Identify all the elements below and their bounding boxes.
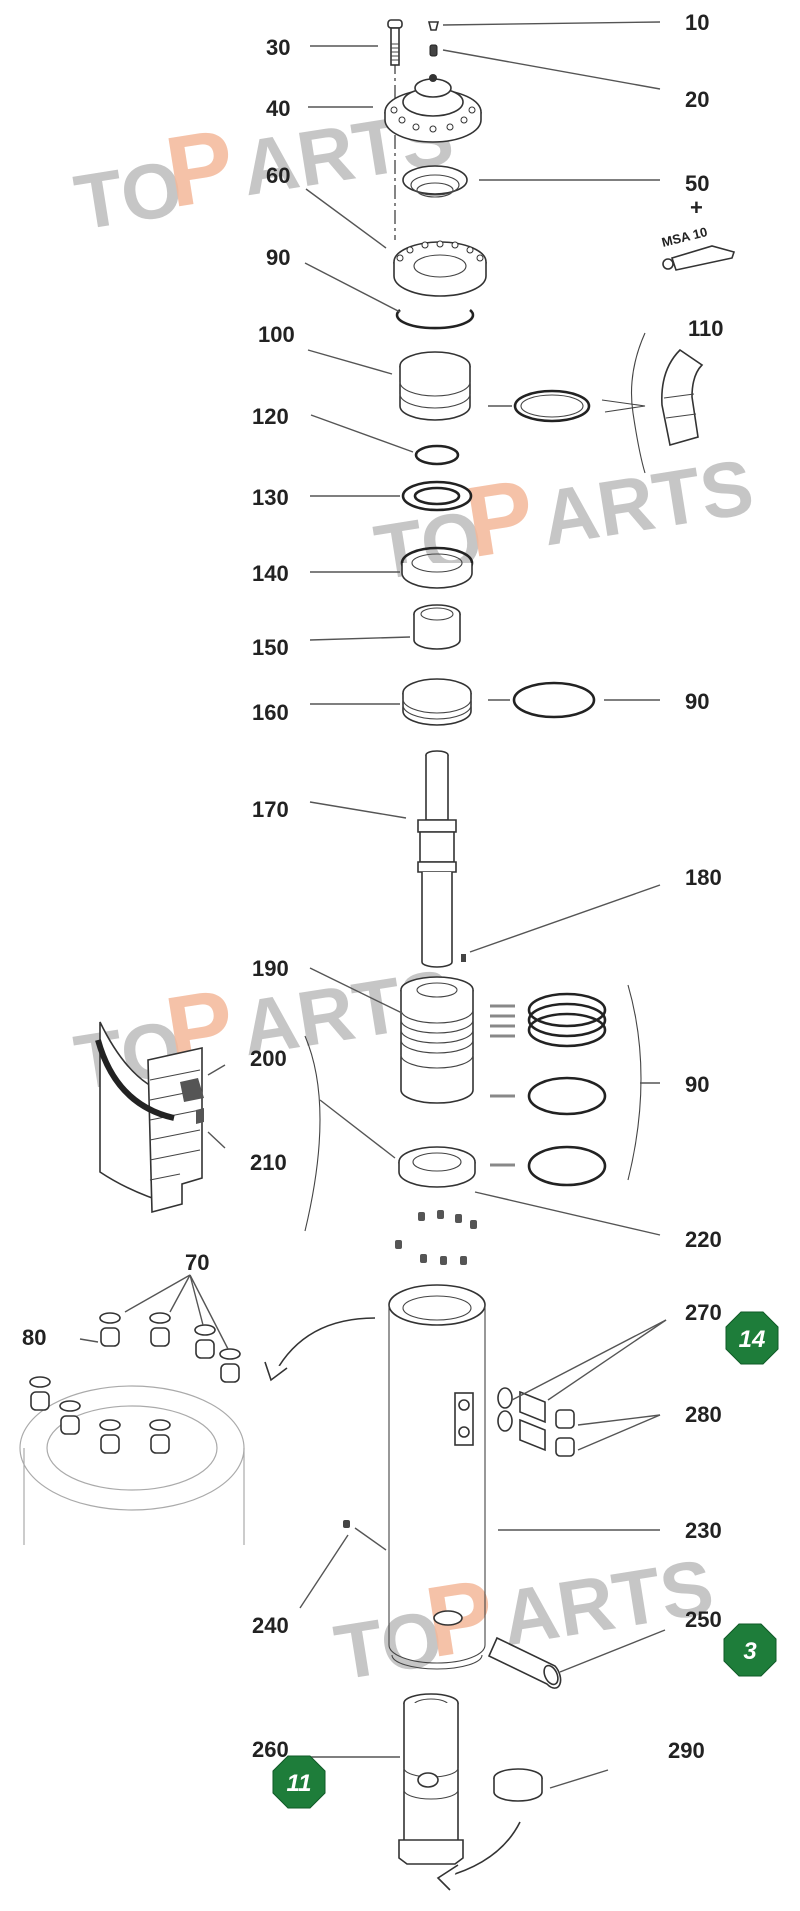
callout-labels: 10 20 30 40 50 + 60 70 80 90 90 90 100 1… bbox=[22, 10, 724, 1763]
callout-50[interactable]: 50 bbox=[685, 171, 709, 196]
leader-lines bbox=[79, 21, 667, 1789]
callout-170[interactable]: 170 bbox=[252, 797, 289, 822]
callout-140[interactable]: 140 bbox=[252, 561, 289, 586]
callout-10[interactable]: 10 bbox=[685, 10, 709, 35]
callout-160[interactable]: 160 bbox=[252, 700, 289, 725]
callout-210[interactable]: 210 bbox=[250, 1150, 287, 1175]
callout-100[interactable]: 100 bbox=[258, 322, 295, 347]
callout-150[interactable]: 150 bbox=[252, 635, 289, 660]
part-50-seal[interactable] bbox=[402, 165, 468, 198]
callout-220[interactable]: 220 bbox=[685, 1227, 722, 1252]
callout-80[interactable]: 80 bbox=[22, 1325, 46, 1350]
group-bracket-200-210 bbox=[304, 1035, 321, 1232]
callout-200[interactable]: 200 bbox=[250, 1046, 287, 1071]
part-20-grub-screw[interactable] bbox=[429, 44, 438, 57]
callout-70[interactable]: 70 bbox=[185, 1250, 209, 1275]
part-110-detail bbox=[601, 332, 704, 474]
part-90-oring-group[interactable] bbox=[527, 992, 607, 1187]
part-140-seal[interactable] bbox=[400, 546, 474, 589]
callout-180[interactable]: 180 bbox=[685, 865, 722, 890]
callout-60[interactable]: 60 bbox=[266, 163, 290, 188]
svg-text:3: 3 bbox=[743, 1638, 757, 1665]
svg-text:TO: TO bbox=[69, 143, 188, 247]
part-120-oring[interactable] bbox=[414, 444, 460, 466]
part-290-cap[interactable] bbox=[493, 1768, 543, 1802]
part-230-cylinder[interactable] bbox=[388, 1284, 486, 1670]
grease-tube-msa10: MSA 10 bbox=[660, 224, 736, 271]
valve-plate-detail bbox=[19, 1312, 245, 1545]
callout-240[interactable]: 240 bbox=[252, 1613, 289, 1638]
callout-280[interactable]: 280 bbox=[685, 1402, 722, 1427]
part-240-nipple[interactable] bbox=[343, 1520, 350, 1528]
curved-arrow-bottom bbox=[444, 1821, 521, 1878]
quantity-badge-270: 14 bbox=[725, 1311, 779, 1365]
callout-120[interactable]: 120 bbox=[252, 404, 289, 429]
callout-90-middle[interactable]: 90 bbox=[685, 689, 709, 714]
curved-arrow-bottom-head bbox=[436, 1864, 459, 1891]
part-90-oring-middle[interactable] bbox=[512, 681, 596, 719]
part-130-washer[interactable] bbox=[401, 480, 473, 512]
part-180-pin[interactable] bbox=[461, 954, 466, 962]
callout-290[interactable]: 290 bbox=[668, 1738, 705, 1763]
part-270-port-sleeves[interactable] bbox=[497, 1387, 546, 1452]
part-110-seal-ring[interactable] bbox=[513, 389, 591, 423]
part-100-piston-head[interactable] bbox=[399, 351, 471, 421]
part-90-oring-top[interactable] bbox=[395, 308, 475, 330]
callout-110[interactable]: 110 bbox=[688, 316, 724, 341]
svg-text:11: 11 bbox=[287, 1770, 312, 1797]
callout-20[interactable]: 20 bbox=[685, 87, 709, 112]
plus-sign: + bbox=[690, 195, 703, 220]
part-260-valve-body[interactable] bbox=[398, 1693, 464, 1865]
callout-230[interactable]: 230 bbox=[685, 1518, 722, 1543]
part-150-bushing[interactable] bbox=[413, 604, 461, 650]
part-250-pin[interactable] bbox=[487, 1636, 562, 1689]
callout-190[interactable]: 190 bbox=[252, 956, 289, 981]
seal-dash-indicators bbox=[490, 1004, 515, 1167]
svg-text:ARTS: ARTS bbox=[536, 442, 759, 562]
part-190-piston[interactable] bbox=[400, 976, 474, 1104]
callout-90-top[interactable]: 90 bbox=[266, 245, 290, 270]
part-220-seal[interactable] bbox=[398, 1146, 476, 1188]
callout-40[interactable]: 40 bbox=[266, 96, 290, 121]
seal-cross-section-detail bbox=[95, 1021, 204, 1214]
callout-270[interactable]: 270 bbox=[685, 1300, 722, 1325]
curved-arrow-top bbox=[274, 1317, 376, 1374]
part-60-flange[interactable] bbox=[393, 240, 487, 297]
part-40-top-cap[interactable] bbox=[384, 74, 482, 143]
callout-250[interactable]: 250 bbox=[685, 1607, 722, 1632]
quantity-badge-250: 3 bbox=[723, 1623, 777, 1677]
part-280-plugs[interactable] bbox=[555, 1409, 575, 1457]
svg-text:14: 14 bbox=[739, 1326, 766, 1353]
part-160-guide[interactable] bbox=[402, 678, 472, 726]
svg-text:MSA 10: MSA 10 bbox=[660, 224, 709, 250]
valve-cluster bbox=[395, 1210, 477, 1265]
quantity-badge-260: 11 bbox=[272, 1755, 326, 1809]
callout-30[interactable]: 30 bbox=[266, 35, 290, 60]
group-bracket-90 bbox=[627, 984, 642, 1181]
callout-90-lower[interactable]: 90 bbox=[685, 1072, 709, 1097]
curved-arrow-top-head bbox=[264, 1361, 288, 1382]
part-170-piston-rod[interactable] bbox=[417, 750, 457, 968]
callout-260[interactable]: 260 bbox=[252, 1737, 289, 1762]
part-30-bolt[interactable] bbox=[387, 19, 403, 66]
part-10-plug[interactable] bbox=[427, 21, 440, 31]
callout-130[interactable]: 130 bbox=[252, 485, 289, 510]
svg-text:ARTS: ARTS bbox=[496, 1542, 719, 1662]
